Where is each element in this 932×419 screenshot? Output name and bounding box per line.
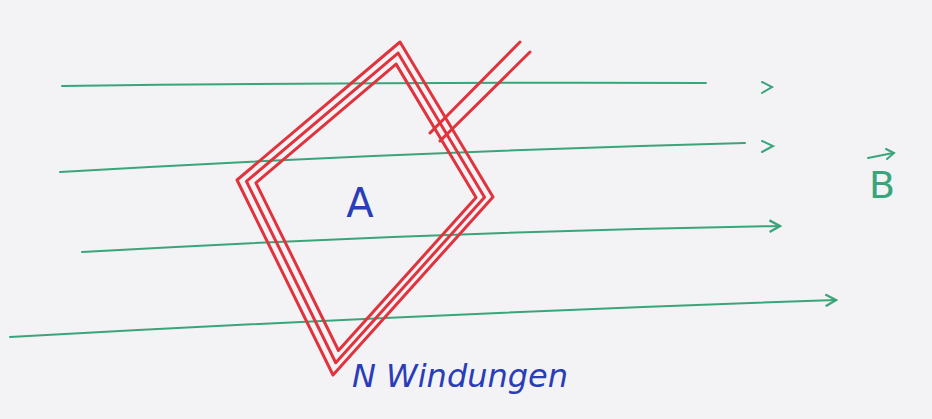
field-line [60,143,745,172]
coil-windings [222,36,542,381]
winding [246,53,484,363]
field-arrowhead [762,141,773,152]
area-label: A [346,183,373,223]
windings-label: N Windungen [352,360,568,392]
winding [256,64,476,350]
field-line [10,300,836,337]
coil-lead [430,42,520,133]
winding [237,42,493,375]
coil: A [222,36,542,381]
coil-lead [440,52,530,141]
field-symbol: B [869,166,895,204]
vector-arrow [886,149,894,159]
field-line [62,83,706,86]
field-arrowhead [762,82,772,93]
